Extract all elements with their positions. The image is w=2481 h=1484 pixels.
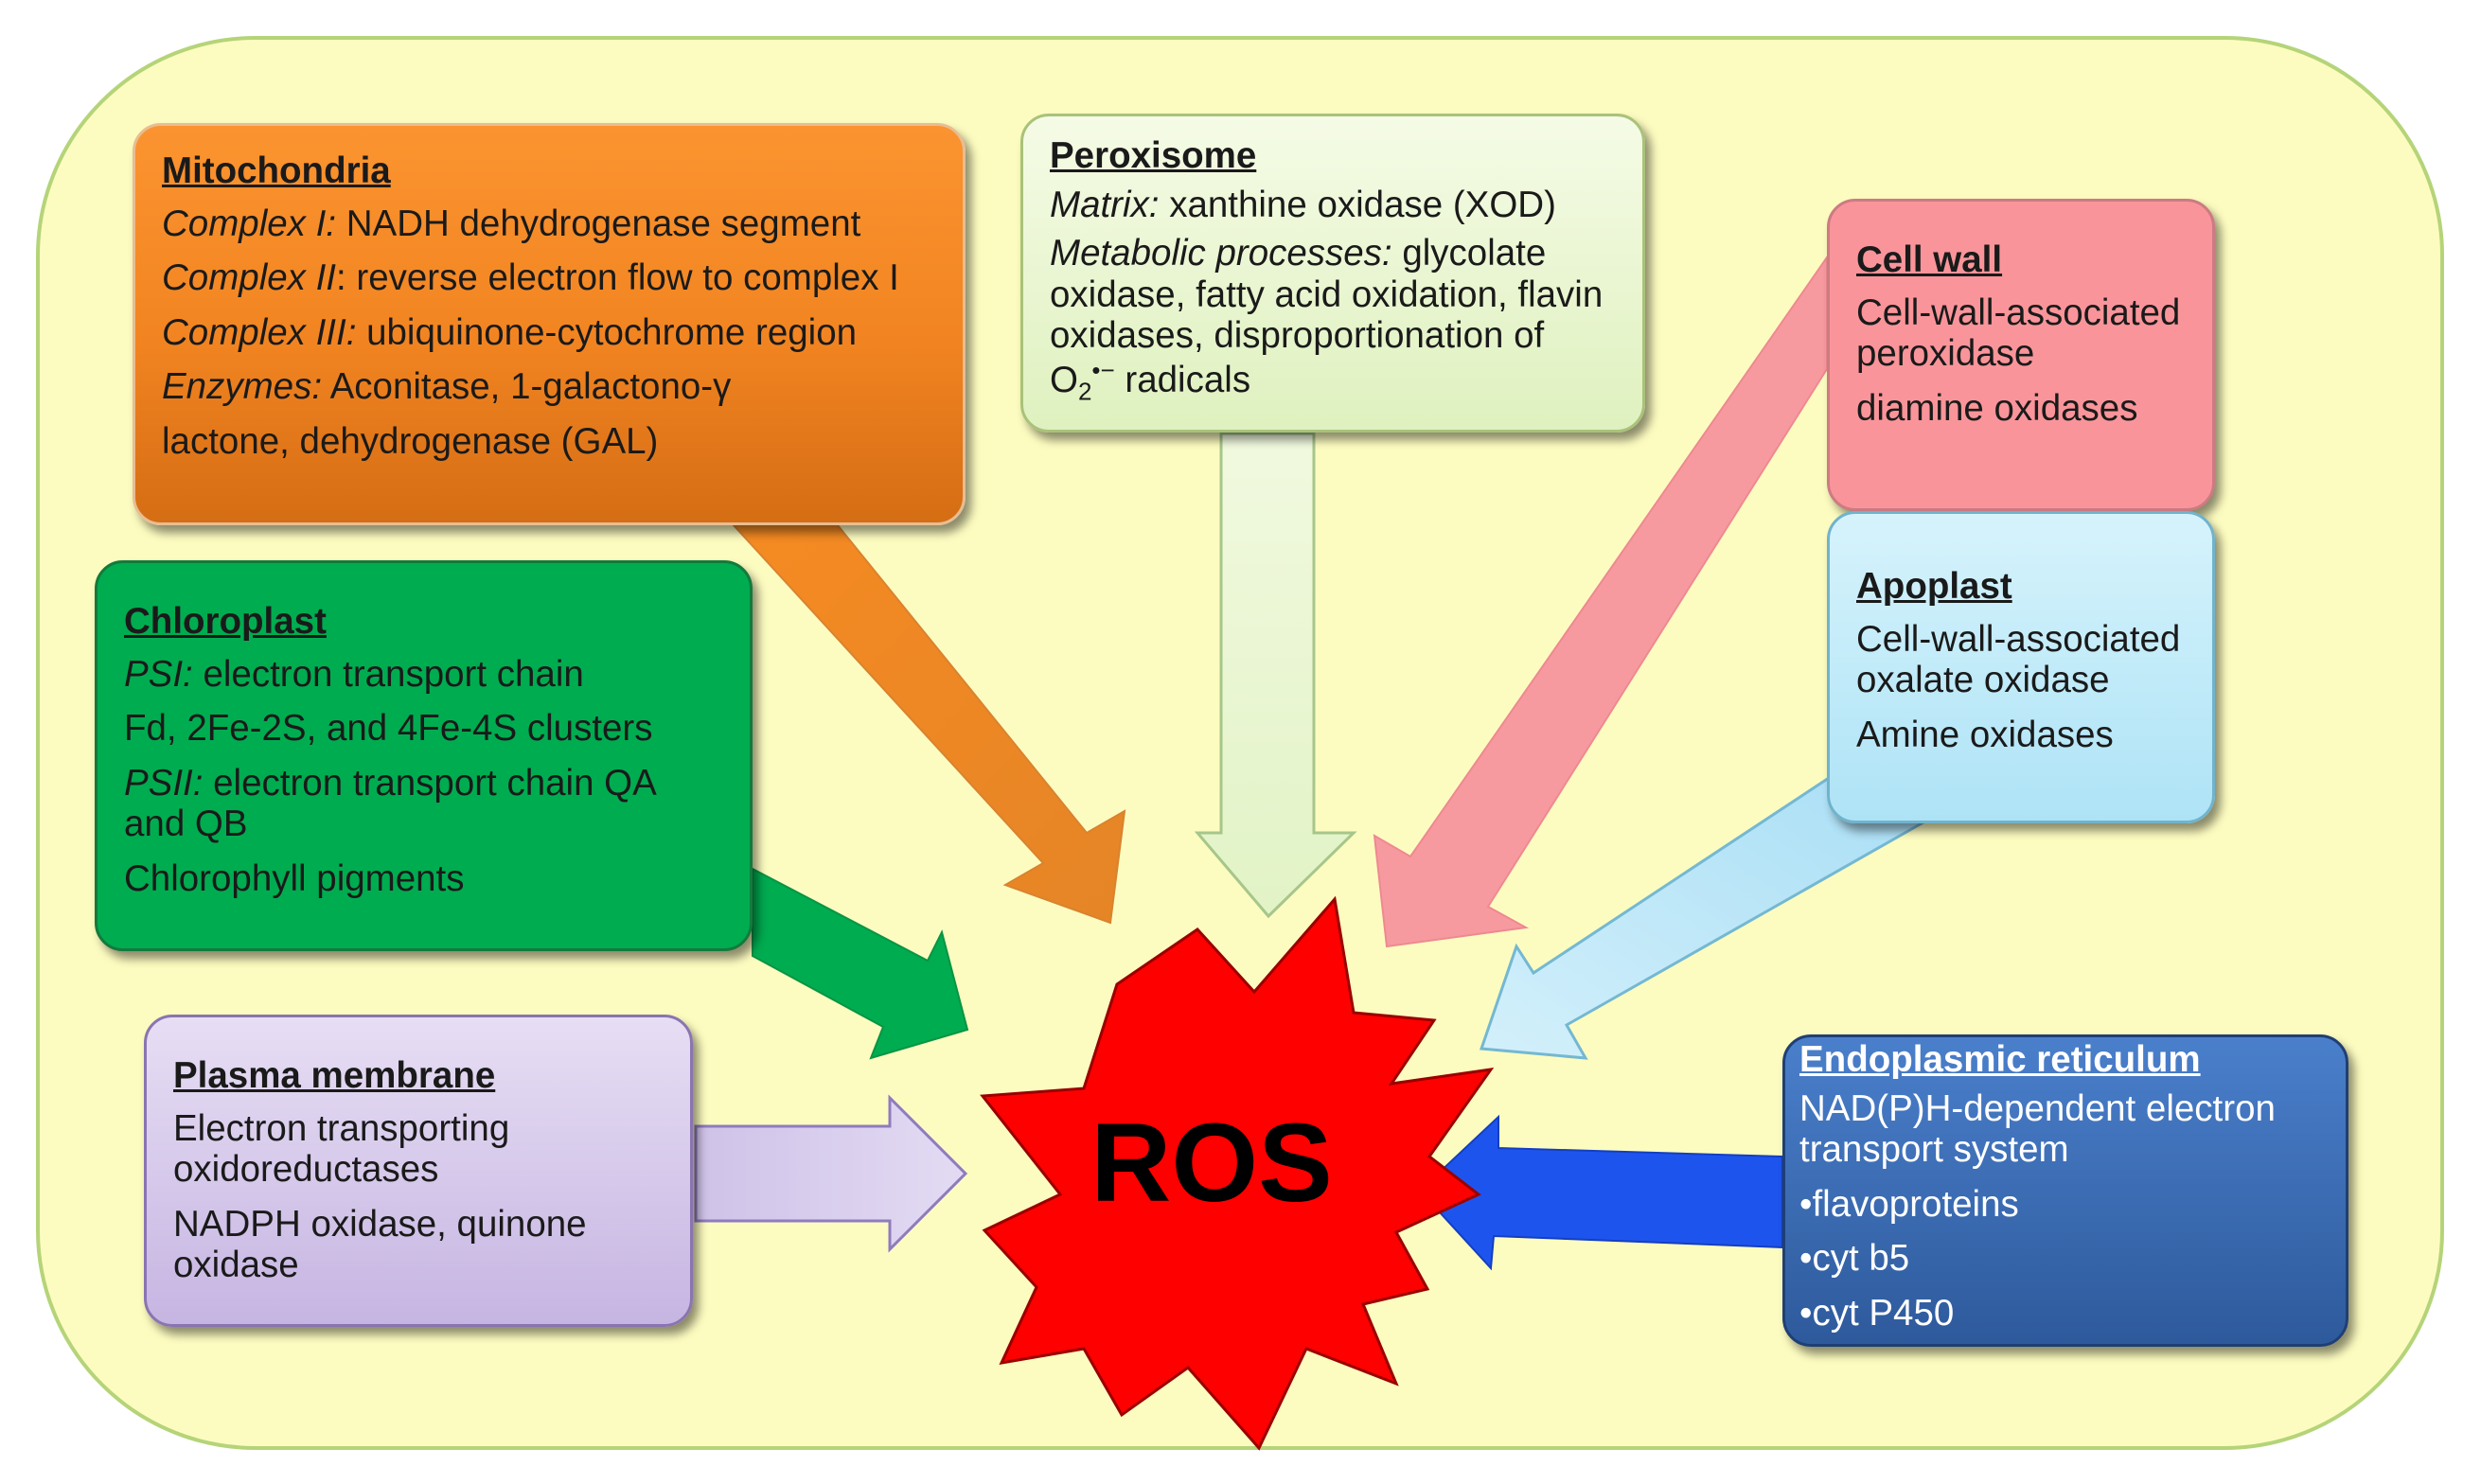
cell-wall-box: Cell wall Cell-wall-associated peroxidas… (1827, 199, 2215, 511)
endoplasmic-reticulum-content: NAD(P)H-dependent electron transport sys… (1785, 1088, 2346, 1334)
chloroplast-line: PSI: electron transport chain (124, 653, 584, 695)
chloroplast-box: Chloroplast PSI: electron transport chai… (95, 560, 753, 951)
arrow-mitochondria (731, 524, 1126, 925)
plasma-membrane-item: NADPH oxidase, quinone oxidase (173, 1203, 587, 1286)
arrow-plasma-membrane (694, 1094, 968, 1253)
arrow-cell-wall (1373, 254, 1828, 948)
chloroplast-line: Chlorophyll pigments (124, 857, 465, 899)
mitochondria-continuation: lactone, dehydrogenase (GAL) (162, 420, 659, 462)
arrow-endoplasmic-reticulum (1418, 1114, 1783, 1271)
mitochondria-line: Complex I: NADH dehydrogenase segment (162, 203, 861, 244)
apoplast-item: Cell-wall-associated oxalate oxidase (1856, 618, 2181, 701)
apoplast-box: Apoplast Cell-wall-associated oxalate ox… (1827, 511, 2215, 823)
cell-wall-title: Cell wall (1856, 239, 2003, 280)
chloroplast-line: PSII: electron transport chain QA and QB (124, 762, 655, 845)
plasma-membrane-item: Electron transporting oxidoreductases (173, 1107, 510, 1191)
arrow-apoplast (1479, 774, 1925, 1060)
mitochondria-title: Mitochondria (162, 150, 391, 191)
apoplast-title: Apoplast (1856, 566, 2012, 607)
endoplasmic-reticulum-bullet: flavoproteins (1799, 1184, 2327, 1226)
mitochondria-line: Enzymes: Aconitase, 1-galactono-γ (162, 366, 732, 407)
peroxisome-line: Metabolic processes: glycolate oxidase, … (1050, 233, 1604, 356)
endoplasmic-reticulum-intro: NAD(P)H-dependent electron transport sys… (1799, 1087, 2276, 1171)
chloroplast-title: Chloroplast (124, 601, 327, 642)
arrow-chloroplast (752, 867, 969, 1060)
ros-label: ROS (1090, 1101, 1333, 1226)
plasma-membrane-box: Plasma membrane Electron transporting ox… (144, 1015, 693, 1327)
endoplasmic-reticulum-title: Endoplasmic reticulum (1799, 1039, 2201, 1080)
cell-wall-item: diamine oxidases (1856, 387, 2138, 429)
ros-star (980, 895, 1495, 1451)
mitochondria-line: Complex II: reverse electron flow to com… (162, 257, 899, 298)
apoplast-item: Amine oxidases (1856, 714, 2114, 755)
peroxisome-line: Matrix: xanthine oxidase (XOD) (1050, 184, 1556, 225)
peroxisome-title: Peroxisome (1050, 135, 1257, 176)
cell-wall-item: Cell-wall-associated peroxidase (1856, 292, 2181, 375)
arrow-peroxisome (1194, 432, 1357, 919)
peroxisome-radical: O2•− radicals (1050, 355, 1251, 406)
mitochondria-line: Complex III: ubiquinone-cytochrome regio… (162, 311, 858, 353)
endoplasmic-reticulum-bullet: cyt P450 (1799, 1293, 2327, 1334)
plasma-membrane-title: Plasma membrane (173, 1055, 496, 1096)
peroxisome-box: Peroxisome Matrix: xanthine oxidase (XOD… (1020, 114, 1645, 433)
endoplasmic-reticulum-box: Endoplasmic reticulum NAD(P)H-dependent … (1782, 1034, 2348, 1347)
mitochondria-box: Mitochondria Complex I: NADH dehydrogena… (133, 123, 966, 525)
chloroplast-line: Fd, 2Fe-2S, and 4Fe-4S clusters (124, 708, 653, 749)
endoplasmic-reticulum-bullet: cyt b5 (1799, 1238, 2327, 1280)
